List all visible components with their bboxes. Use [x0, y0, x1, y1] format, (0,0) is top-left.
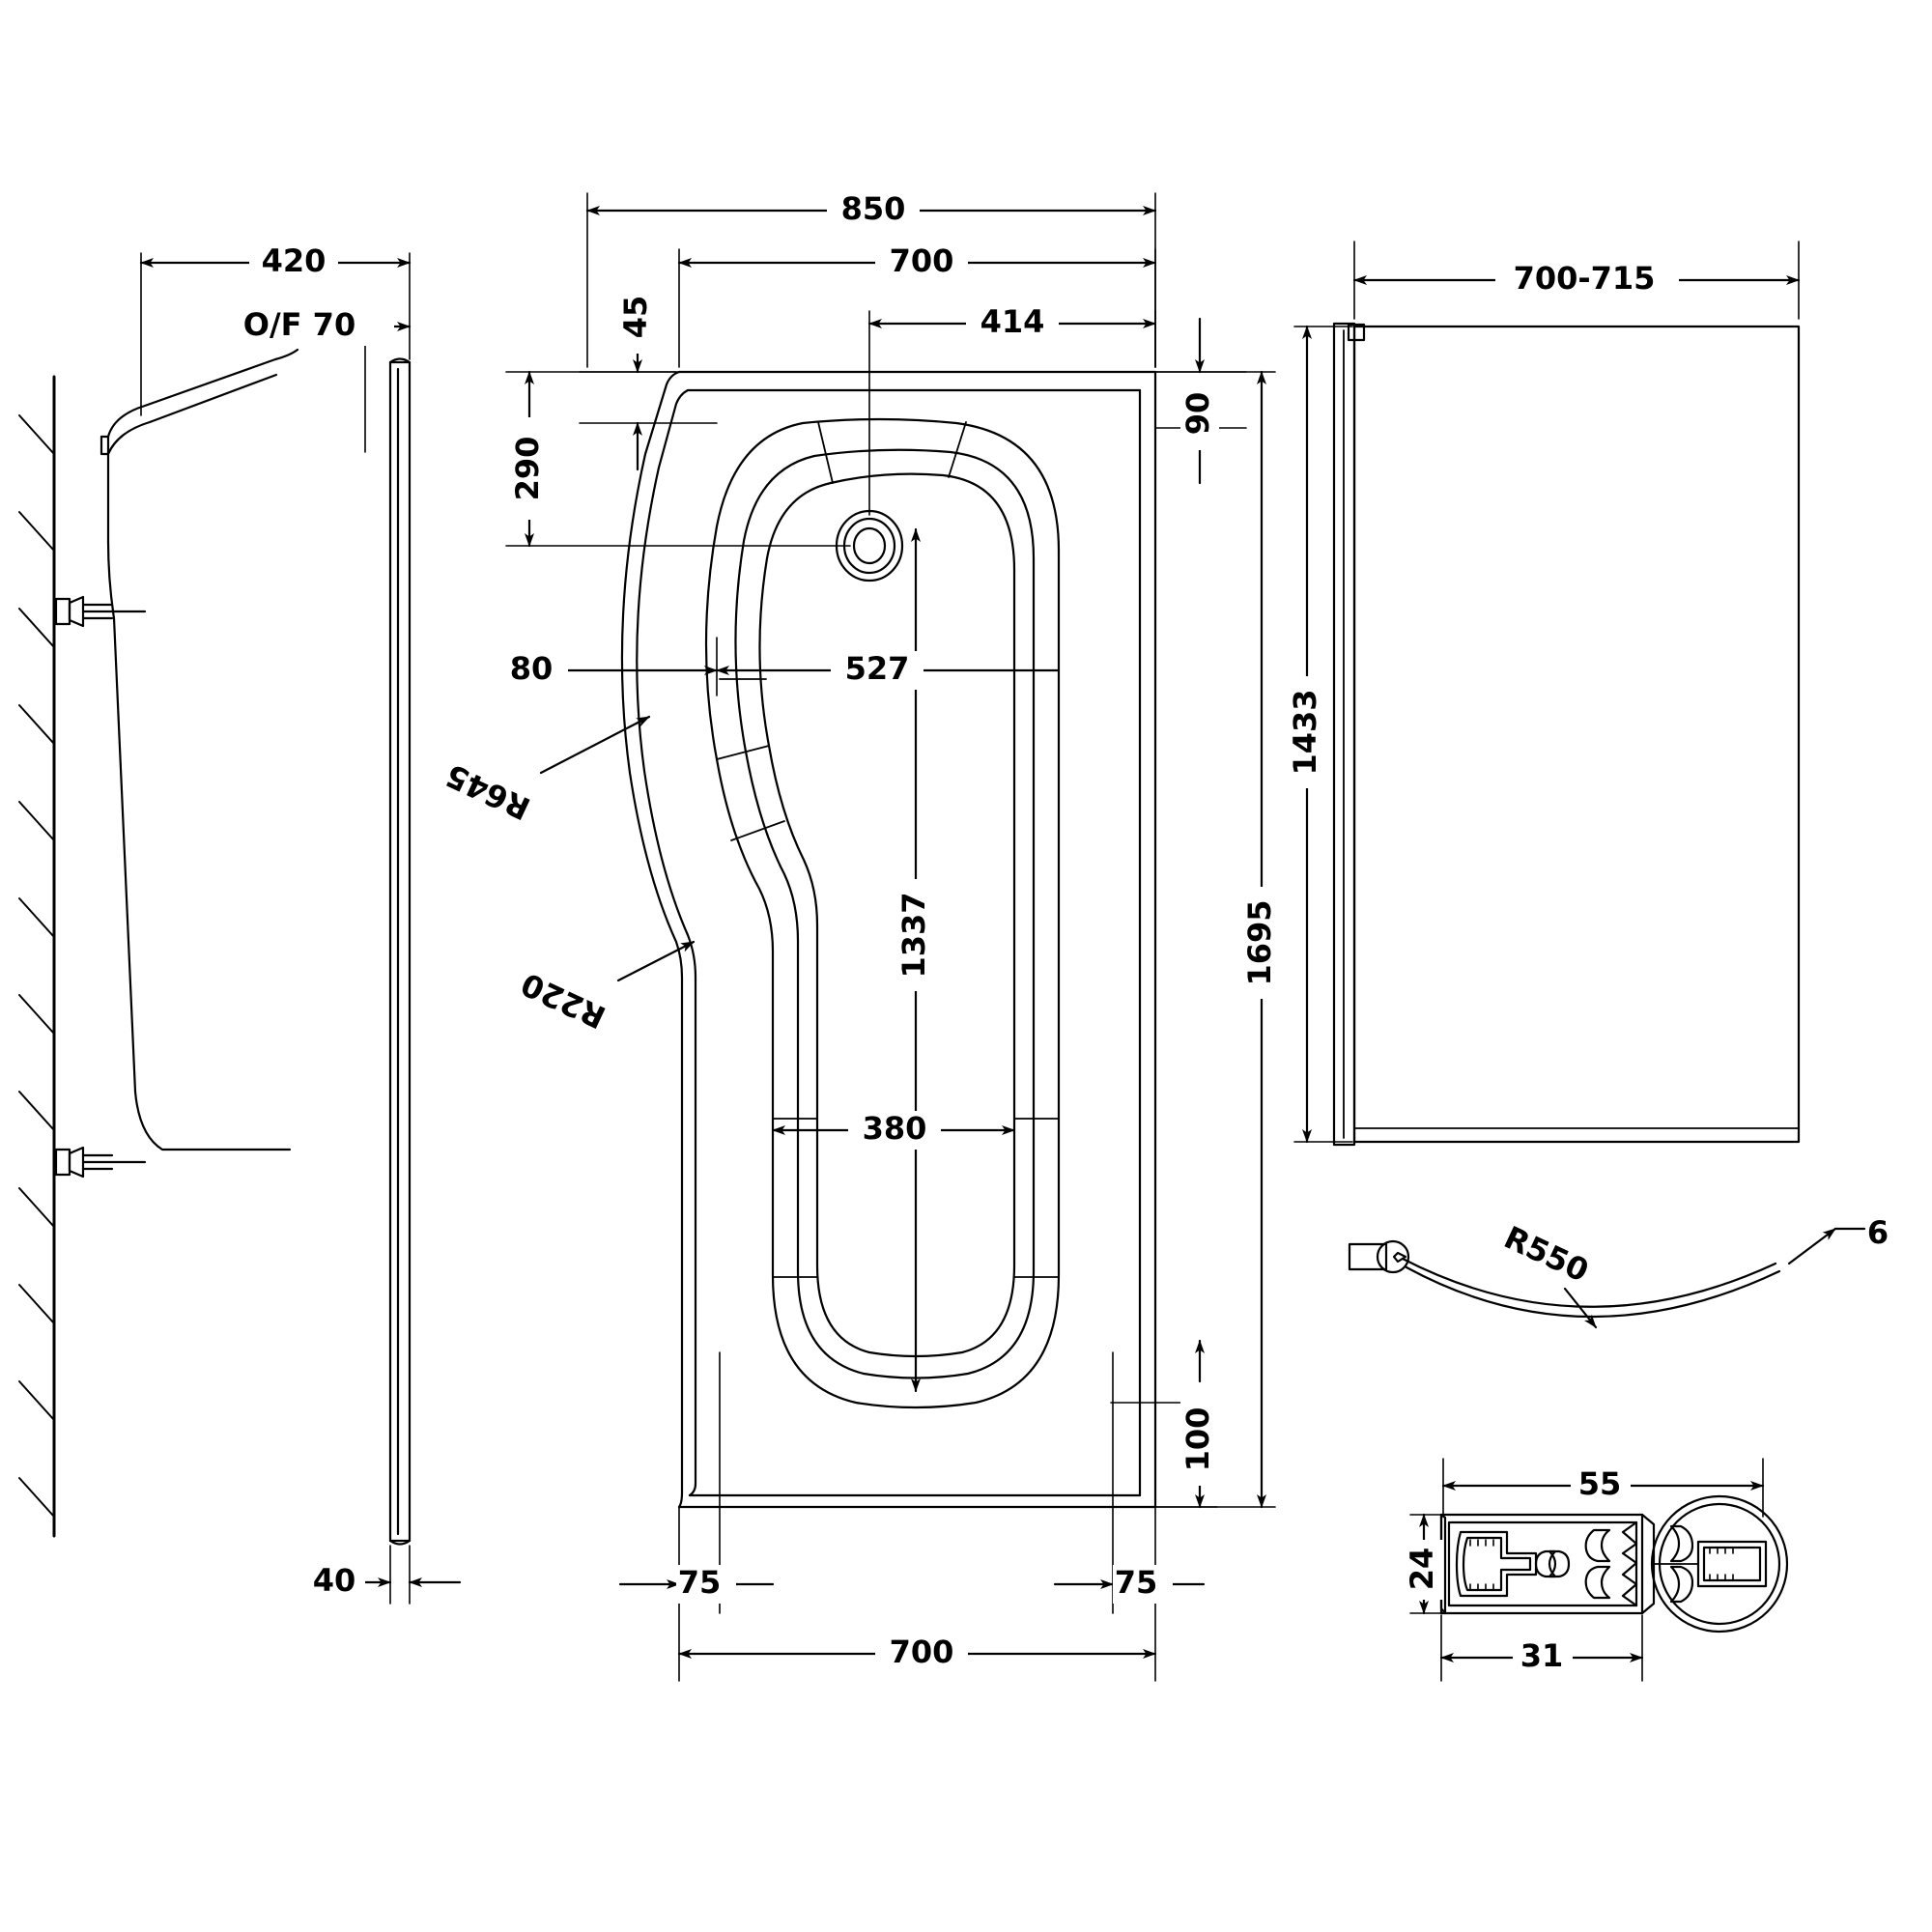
profile-round-section	[1650, 1494, 1789, 1634]
leader-r550	[1563, 1287, 1598, 1329]
dim-label-45: 45	[617, 296, 654, 339]
profile-interlock-upper	[1584, 1528, 1611, 1563]
seal-pivot-circle	[1376, 1239, 1410, 1274]
dim-label-414: 414	[980, 303, 1045, 340]
plan-rim-left	[636, 388, 697, 1497]
profile-glass-channel	[1455, 1530, 1538, 1598]
plan-outer-rect	[677, 370, 1157, 1509]
dim-label-24: 24	[1404, 1548, 1440, 1591]
wall-bracket-upper	[54, 595, 147, 628]
bath-side-rim-edge	[99, 435, 110, 456]
leader-r645	[539, 715, 651, 775]
screen-hinge-post	[1332, 322, 1356, 1147]
profile-interlock-lower	[1584, 1565, 1611, 1600]
dimension-labels: 420 O/F 70 40 850 700 414 45 290 90 80 5…	[242, 190, 1889, 1677]
dim-label-380: 380	[863, 1110, 927, 1147]
seal-curve-inner	[1405, 1265, 1781, 1319]
dim-label-1433: 1433	[1287, 689, 1323, 775]
plan-p-outer	[620, 370, 684, 1509]
dim-label-r550: R550	[1498, 1219, 1594, 1290]
profile-outer-body	[1439, 1513, 1644, 1615]
bath-side-rim-top	[106, 348, 299, 439]
wall-hatching	[18, 414, 55, 1518]
seal-pivot-detail	[1392, 1251, 1407, 1264]
dim-label-r220: R220	[516, 965, 611, 1036]
leader-r220	[616, 940, 696, 982]
dim-label-290: 290	[509, 437, 546, 501]
screen-panel-side	[388, 357, 412, 1546]
bath-side-outline	[106, 435, 292, 1151]
dim-label-420: 420	[262, 242, 327, 279]
screen-post-top-cap	[1347, 323, 1366, 342]
dim-label-850: 850	[841, 190, 906, 227]
dim-label-of70: O/F 70	[243, 306, 355, 343]
bath-bowl-base	[758, 472, 1016, 1358]
dim-label-527: 527	[845, 650, 910, 687]
dim-label-700-715: 700-715	[1514, 260, 1656, 297]
profile-inner-body	[1447, 1520, 1638, 1607]
seal-detail-view	[1348, 1227, 1866, 1329]
dim-label-6: 6	[1867, 1214, 1889, 1251]
dim-label-100: 100	[1179, 1407, 1216, 1472]
dim-label-55: 55	[1578, 1465, 1622, 1502]
leader-6	[1787, 1227, 1837, 1265]
profile-centre-clip-right	[1548, 1549, 1571, 1578]
screen-glass-outline	[1352, 325, 1801, 1144]
dim-label-1337: 1337	[895, 892, 932, 978]
seal-curve-outer	[1401, 1257, 1777, 1308]
profile-gasket-ribs	[1469, 1539, 1494, 1591]
bowl-construction-lines	[716, 421, 1060, 1278]
dim-label-700-bottom: 700	[890, 1634, 954, 1670]
dim-label-700-top: 700	[890, 242, 954, 279]
dim-label-80: 80	[510, 650, 554, 687]
dim-label-75-left: 75	[678, 1564, 722, 1601]
plan-view	[505, 192, 1276, 1682]
screen-elevation-view	[1293, 241, 1801, 1147]
bath-bowl-inner	[734, 448, 1036, 1379]
wall-bracket-lower	[54, 1146, 147, 1179]
profile-right-serrations	[1621, 1520, 1638, 1607]
dim-label-31: 31	[1520, 1637, 1564, 1674]
dim-label-90: 90	[1179, 392, 1216, 436]
dim-label-1695: 1695	[1241, 899, 1278, 985]
bath-side-rim-inner	[106, 373, 278, 456]
dim-label-r645: R645	[440, 756, 536, 827]
seal-bracket-block	[1348, 1242, 1388, 1271]
dim-label-40: 40	[313, 1562, 356, 1599]
side-elevation-view	[18, 252, 462, 1605]
bath-bowl-outer	[704, 417, 1061, 1409]
dim-label-75-right: 75	[1115, 1564, 1158, 1601]
profile-glass-channel-inner	[1462, 1536, 1532, 1592]
